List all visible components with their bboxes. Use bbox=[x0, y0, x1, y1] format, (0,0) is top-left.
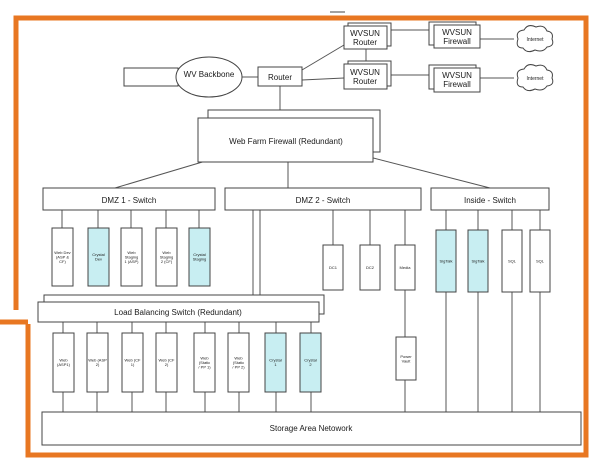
dmz1-server-5 bbox=[188, 227, 211, 287]
inside-switch-label: Inside - Switch bbox=[464, 196, 516, 205]
dmz2-server-2 bbox=[359, 244, 381, 291]
dmz2-server-2-label: DC2 bbox=[366, 265, 375, 270]
inside-switch bbox=[430, 187, 550, 211]
san-box bbox=[41, 411, 582, 446]
wvsun-router-top bbox=[343, 25, 388, 50]
router-box bbox=[257, 66, 303, 87]
internet-cloud-top: Internet bbox=[516, 25, 554, 53]
wvsun-firewall-bottom bbox=[433, 67, 481, 93]
lb-server-7 bbox=[264, 332, 287, 393]
backbone-left-stub bbox=[123, 67, 179, 87]
inside-server-2-label: SigTalk bbox=[472, 258, 485, 263]
web-farm-firewall bbox=[197, 117, 374, 163]
inside-server-1-label: SigTalk bbox=[440, 258, 453, 263]
dmz2-switch-label: DMZ 2 - Switch bbox=[296, 196, 351, 205]
lb-switch-label: Load Balancing Switch (Redundant) bbox=[114, 308, 242, 317]
dmz1-server-3 bbox=[120, 227, 143, 287]
dmz2-servers: DC1 DC2 Media bbox=[322, 244, 416, 291]
inside-server-1 bbox=[435, 229, 457, 293]
wvsun-firewall-top bbox=[433, 24, 481, 49]
wvsun-router-bottom bbox=[343, 63, 388, 90]
lb-server-1-label: Web(ASP1) bbox=[57, 358, 71, 368]
inside-server-4 bbox=[529, 229, 551, 293]
connector-lines bbox=[61, 29, 541, 412]
dmz2-server-3-label: Media bbox=[400, 265, 412, 270]
lb-server-5 bbox=[193, 332, 216, 393]
inside-server-3 bbox=[501, 229, 523, 293]
inside-server-4-label: SQL bbox=[536, 258, 545, 263]
lb-server-4 bbox=[155, 332, 178, 393]
dmz1-server-2 bbox=[87, 227, 110, 287]
dmz1-switch-label: DMZ 1 - Switch bbox=[102, 196, 157, 205]
dmz1-server-4 bbox=[155, 227, 178, 287]
wv-backbone bbox=[175, 56, 243, 98]
lb-server-6 bbox=[227, 332, 250, 393]
inside-server-2 bbox=[467, 229, 489, 293]
dmz1-server-1 bbox=[51, 227, 74, 287]
inside-servers: SigTalk SigTalk SQL SQL bbox=[435, 229, 551, 293]
internet-bottom-label: Internet bbox=[527, 76, 545, 82]
lb-server-3 bbox=[121, 332, 144, 393]
dmz1-switch bbox=[42, 187, 216, 211]
dmz2-server-3 bbox=[394, 244, 416, 291]
lb-server-6-label: Web(Static/ PP 2) bbox=[232, 355, 245, 369]
lb-server-8 bbox=[299, 332, 322, 393]
lb-switch bbox=[37, 301, 320, 323]
internet-top-label: Internet bbox=[527, 37, 545, 43]
lb-server-1 bbox=[52, 332, 75, 393]
lb-server-2 bbox=[86, 332, 109, 393]
orange-frame bbox=[0, 15, 589, 458]
dmz1-server-1-label: Web Dev(ASP &CF) bbox=[54, 250, 70, 264]
router-label: Router bbox=[268, 73, 292, 82]
power-vault bbox=[395, 336, 417, 381]
inside-server-3-label: SQL bbox=[508, 258, 517, 263]
dmz2-switch bbox=[224, 187, 422, 211]
dmz2-server-1 bbox=[322, 244, 344, 291]
web-farm-firewall-label: Web Farm Firewall (Redundant) bbox=[229, 137, 343, 146]
san-label: Storage Area Netowork bbox=[270, 424, 354, 433]
lb-server-5-label: Web(Static/ PP 1) bbox=[198, 355, 211, 369]
wv-backbone-label: WV Backbone bbox=[184, 70, 235, 79]
dmz2-server-1-label: DC1 bbox=[329, 265, 338, 270]
internet-cloud-bottom: Internet bbox=[516, 64, 554, 92]
